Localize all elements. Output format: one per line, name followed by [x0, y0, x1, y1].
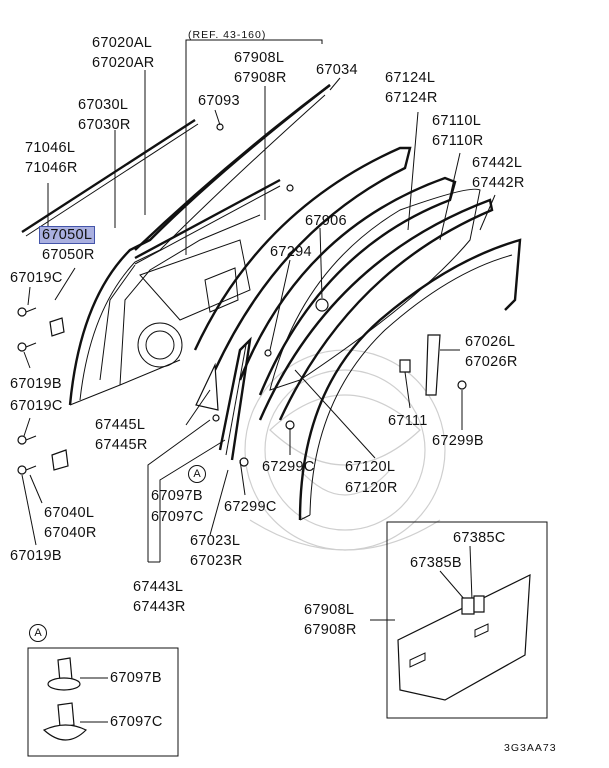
label-67019b-bot: 67019B — [10, 548, 62, 564]
corner-piece — [195, 362, 219, 411]
label-67110r: 67110R — [432, 133, 484, 149]
label-67026l: 67026L — [465, 334, 516, 350]
label-67097c-top: 67097C — [151, 509, 204, 525]
label-67097b-top: 67097B — [151, 488, 203, 504]
label-67093: 67093 — [198, 93, 240, 109]
belt-moulding — [21, 118, 196, 234]
label-67040r: 67040R — [44, 525, 97, 541]
label-67030l: 67030L — [78, 97, 129, 113]
label-67908l-top: 67908L — [234, 50, 285, 66]
label-67019b-mid: 67019B — [10, 376, 62, 392]
window-weatherstrip — [134, 178, 281, 260]
label-67120r: 67120R — [345, 480, 398, 496]
watermark-emblem — [244, 349, 446, 551]
label-67050l[interactable]: 67050L — [38, 226, 96, 244]
label-67026r: 67026R — [465, 354, 518, 370]
label-67442l: 67442L — [472, 155, 523, 171]
label-71046r: 71046R — [25, 160, 78, 176]
label-67908r-top: 67908R — [234, 70, 287, 86]
ref-bracket — [185, 39, 323, 44]
fasteners — [17, 123, 467, 475]
label-67445l: 67445L — [95, 417, 146, 433]
detail-a-marker: A — [29, 624, 47, 642]
label-67124r: 67124R — [385, 90, 438, 106]
glass-run-channels — [193, 146, 522, 521]
label-67299b: 67299B — [432, 433, 484, 449]
label-67020al: 67020AL — [92, 35, 153, 51]
label-67124l: 67124L — [385, 70, 436, 86]
leader-lines — [21, 44, 496, 621]
detail-box-a — [27, 647, 179, 757]
center-sash — [218, 336, 252, 461]
diagram-code: 3G3AA73 — [504, 742, 557, 754]
regulator-bracket — [425, 334, 441, 396]
label-67023l: 67023L — [190, 533, 241, 549]
label-67050r: 67050R — [42, 247, 95, 263]
label-67020ar: 67020AR — [92, 55, 155, 71]
inset-door-panel — [397, 574, 531, 701]
label-67120l: 67120L — [345, 459, 396, 475]
label-67110l: 67110L — [432, 113, 482, 129]
label-67445r: 67445R — [95, 437, 148, 453]
label-67443r: 67443R — [133, 599, 186, 615]
clip-67097c-illustration — [42, 702, 88, 741]
label-67019c-mid: 67019C — [10, 398, 63, 414]
clip-67097b-illustration — [47, 657, 81, 691]
label-67385c: 67385C — [453, 530, 506, 546]
label-67023r: 67023R — [190, 553, 243, 569]
callout-a-marker: A — [188, 465, 206, 483]
label-67385b: 67385B — [410, 555, 462, 571]
ref-label: (REF. 43-160) — [188, 29, 267, 41]
label-67299c-b: 67299C — [224, 499, 277, 515]
label-67443l: 67443L — [133, 579, 184, 595]
label-67111: 67111 — [388, 413, 428, 429]
label-67030r: 67030R — [78, 117, 131, 133]
label-67040l: 67040L — [44, 505, 95, 521]
inset-box — [386, 521, 548, 719]
label-67299c-a: 67299C — [262, 459, 315, 475]
label-67097c: 67097C — [110, 714, 163, 730]
label-67034: 67034 — [316, 62, 358, 78]
guide-clip — [399, 359, 411, 373]
label-71046l: 71046L — [25, 140, 76, 156]
sash-channel — [134, 84, 331, 251]
label-67097b: 67097B — [110, 670, 162, 686]
door-glass — [269, 188, 481, 391]
label-67908r-bot: 67908R — [304, 622, 357, 638]
label-67908l-bot: 67908L — [304, 602, 355, 618]
label-67906: 67906 — [305, 213, 347, 229]
label-67019c-top: 67019C — [10, 270, 63, 286]
label-67294: 67294 — [270, 244, 312, 260]
label-67442r: 67442R — [472, 175, 525, 191]
door-panel — [68, 84, 331, 406]
